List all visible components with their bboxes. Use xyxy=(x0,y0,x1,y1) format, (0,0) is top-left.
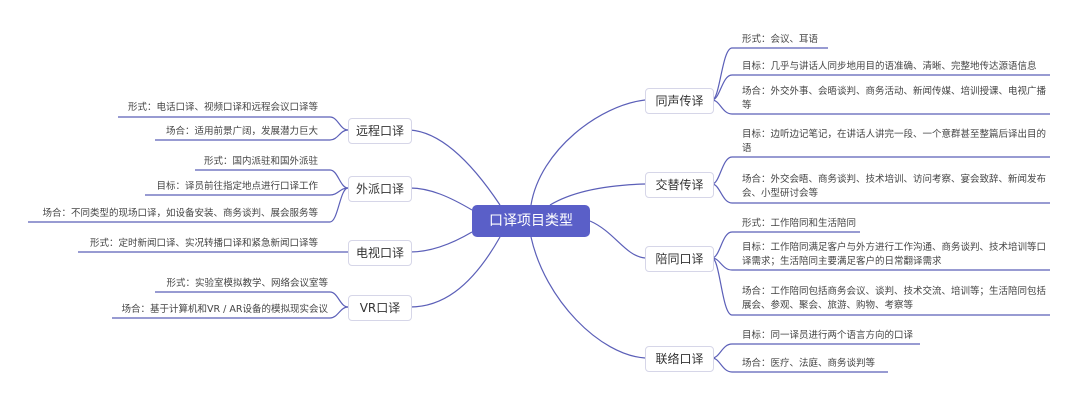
branch-vr[interactable]: VR口译 xyxy=(348,295,412,321)
leaf-liaison-venue: 场合：医疗、法庭、商务谈判等 xyxy=(742,358,876,369)
branch-tv[interactable]: 电视口译 xyxy=(348,240,412,266)
leaf-onsite-goal: 目标：译员前往指定地点进行口译工作 xyxy=(156,181,318,192)
leaf-remote-venue: 场合：适用前景广阔，发展潜力巨大 xyxy=(165,126,318,137)
branch-consecutive[interactable]: 交替传译 xyxy=(645,172,714,198)
leaf-remote-form: 形式：电话口译、视频口译和远程会议口译等 xyxy=(127,102,318,113)
leaf-escort-venue: 场合：工作陪同包括商务会议、谈判、技术交流、培训等；生活陪同包括展会、参观、聚会… xyxy=(742,286,1047,311)
branch-onsite[interactable]: 外派口译 xyxy=(348,176,412,202)
leaf-onsite-venue: 场合：不同类型的现场口译，如设备安装、商务谈判、展会服务等 xyxy=(42,208,318,219)
leaf-onsite-form: 形式：国内派驻和国外派驻 xyxy=(203,156,318,167)
leaf-vr-venue: 场合：基于计算机和VR / AR设备的模拟现实会议 xyxy=(121,304,328,315)
root-node[interactable]: 口译项目类型 xyxy=(472,205,590,237)
leaf-vr-form: 形式：实验室模拟教学、网络会议室等 xyxy=(166,278,328,289)
branch-simultaneous[interactable]: 同声传译 xyxy=(645,88,714,114)
leaf-consecutive-venue: 场合：外交会晤、商务谈判、技术培训、访问考察、宴会致辞、新闻发布会、小型研讨会等 xyxy=(742,174,1047,199)
leaf-simultaneous-goal: 目标：几乎与讲话人同步地用目的语准确、清晰、完整地传达源语信息 xyxy=(742,61,1037,72)
leaf-escort-form: 形式：工作陪同和生活陪同 xyxy=(742,218,857,229)
leaf-simultaneous-form: 形式：会议、耳语 xyxy=(742,34,819,45)
leaf-tv-form: 形式：定时新闻口译、实况转播口译和紧急新闻口译等 xyxy=(89,238,318,249)
branch-liaison[interactable]: 联络口译 xyxy=(645,346,714,372)
branch-remote[interactable]: 远程口译 xyxy=(348,118,412,144)
leaf-simultaneous-venue: 场合：外交外事、会晤谈判、商务活动、新闻传媒、培训授课、电视广播等 xyxy=(742,86,1047,111)
branch-escort[interactable]: 陪同口译 xyxy=(645,246,714,272)
leaf-consecutive-goal: 目标：边听边记笔记，在讲话人讲完一段、一个意群甚至整篇后译出目的语 xyxy=(742,129,1047,154)
leaf-escort-goal: 目标：工作陪同满足客户与外方进行工作沟通、商务谈判、技术培训等口译需求；生活陪同… xyxy=(742,242,1047,267)
leaf-liaison-goal: 目标：同一译员进行两个语言方向的口译 xyxy=(742,330,914,341)
